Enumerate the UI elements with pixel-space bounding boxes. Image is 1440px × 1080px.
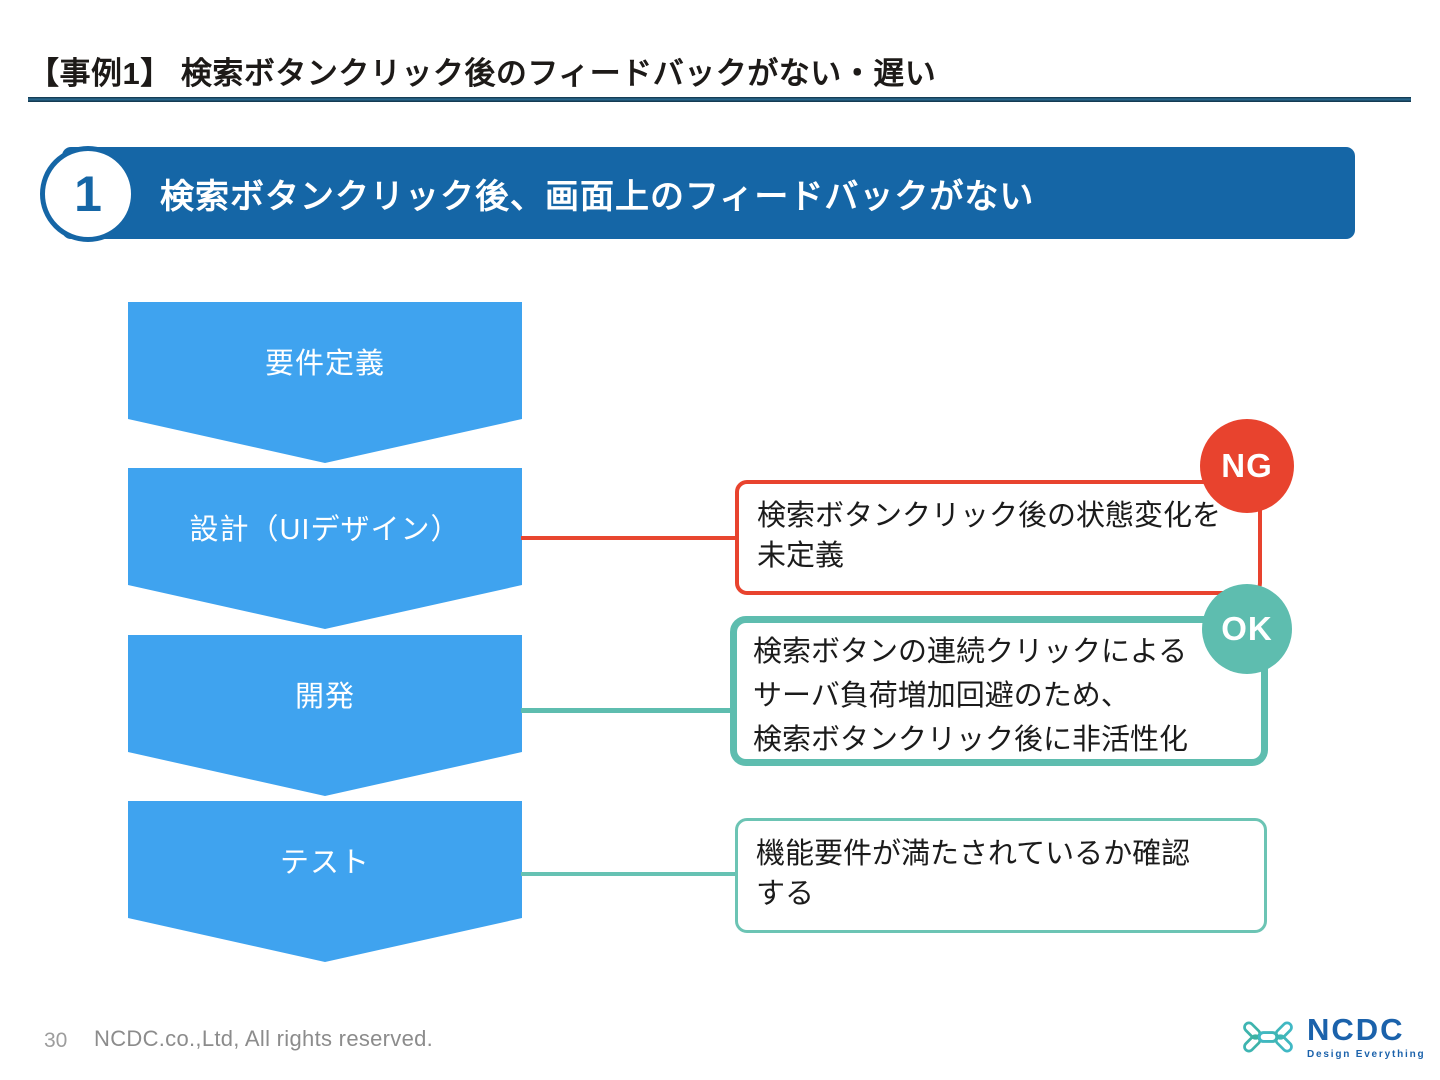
- ng-badge-label: NG: [1221, 447, 1273, 484]
- callout-ok-line: サーバ負荷増加回避のため、: [753, 680, 1130, 712]
- ng-badge: NG: [1200, 419, 1294, 513]
- callout-test-check: 機能要件が満たされているか確認 する: [735, 818, 1267, 933]
- issue-banner: 検索ボタンクリック後、画面上のフィードバックがない: [62, 147, 1355, 239]
- connector-development-ok: [521, 708, 733, 713]
- callout-test-line: 機能要件が満たされているか確認: [756, 838, 1191, 870]
- callout-test-line: する: [756, 878, 815, 910]
- callout-ok: 検索ボタンの連続クリックによる サーバ負荷増加回避のため、 検索ボタンクリック後…: [730, 616, 1268, 766]
- ok-badge: OK: [1202, 584, 1292, 674]
- flow-step-design: 設計（UIデザイン）: [128, 468, 522, 629]
- callout-ng-line: 未定義: [757, 540, 845, 572]
- ncdc-logo-name: NCDC: [1307, 1012, 1405, 1047]
- callout-ok-line: 検索ボタンの連続クリックによる: [753, 636, 1188, 668]
- ncdc-logo: NCDC Design Everything: [1238, 1014, 1425, 1060]
- page-title: 【事例1】 検索ボタンクリック後のフィードバックがない・遅い: [28, 56, 937, 91]
- page-number: 30: [44, 1029, 68, 1052]
- flow-step-label: 設計（UIデザイン）: [189, 513, 461, 546]
- issue-banner-text: 検索ボタンクリック後、画面上のフィードバックがない: [160, 177, 1035, 216]
- connector-test-check: [521, 872, 737, 876]
- ncdc-logo-tagline: Design Everything: [1307, 1049, 1426, 1060]
- flow-step-test: テスト: [128, 801, 522, 962]
- connector-design-ng: [521, 536, 737, 540]
- callout-ng: 検索ボタンクリック後の状態変化を 未定義: [735, 480, 1262, 595]
- callout-ng-line: 検索ボタンクリック後の状態変化を: [757, 500, 1222, 532]
- flow-step-requirements: 要件定義: [128, 302, 522, 463]
- flow-step-label: 要件定義: [264, 347, 385, 380]
- flow-step-development: 開発: [128, 635, 522, 796]
- issue-number-badge: 1: [40, 146, 136, 242]
- ncdc-logo-icon: [1243, 1021, 1293, 1053]
- flow-step-label: 開発: [294, 680, 355, 713]
- copyright-text: NCDC.co.,Ltd, All rights reserved.: [94, 1026, 434, 1051]
- ncdc-logo-text: NCDC Design Everything: [1307, 1014, 1425, 1060]
- callout-ok-line: 検索ボタンクリック後に非活性化: [753, 724, 1189, 756]
- ok-badge-label: OK: [1221, 610, 1273, 647]
- flow-step-label: テスト: [279, 846, 370, 879]
- title-divider: [28, 97, 1411, 102]
- issue-number: 1: [74, 166, 102, 222]
